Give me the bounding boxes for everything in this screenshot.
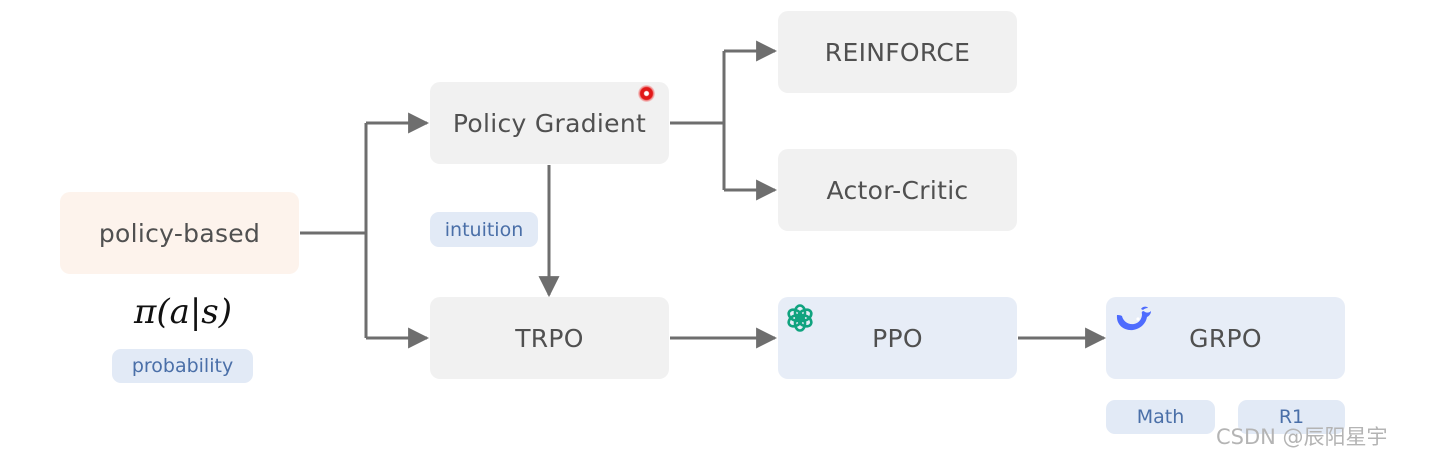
node-reinforce-label: REINFORCE [824,37,971,67]
node-policy-based: policy-based [60,192,299,274]
watermark: CSDN @辰阳星宇 [1216,425,1388,449]
node-actor-critic-label: Actor-Critic [826,175,969,205]
node-reinforce: REINFORCE [778,11,1017,93]
tag-r1: R1 [1238,400,1345,434]
node-ppo-label: PPO [872,323,923,353]
pointer-dot [638,85,655,102]
tag-probability: probability [112,349,253,383]
tag-math: Math [1106,400,1215,434]
tag-intuition: intuition [430,212,538,247]
node-actor-critic: Actor-Critic [778,149,1017,231]
node-trpo-label: TRPO [515,323,584,353]
deepseek-whale-icon [1116,306,1151,331]
policy-formula: π(a|s) [133,292,233,332]
node-ppo: PPO [778,297,1017,379]
openai-logo-icon [787,304,813,332]
node-policy-based-label: policy-based [98,218,261,248]
node-policy-gradient: Policy Gradient [430,82,669,164]
node-grpo: GRPO [1106,297,1345,379]
node-policy-gradient-label: Policy Gradient [452,108,647,138]
node-grpo-label: GRPO [1189,323,1262,353]
node-trpo: TRPO [430,297,669,379]
